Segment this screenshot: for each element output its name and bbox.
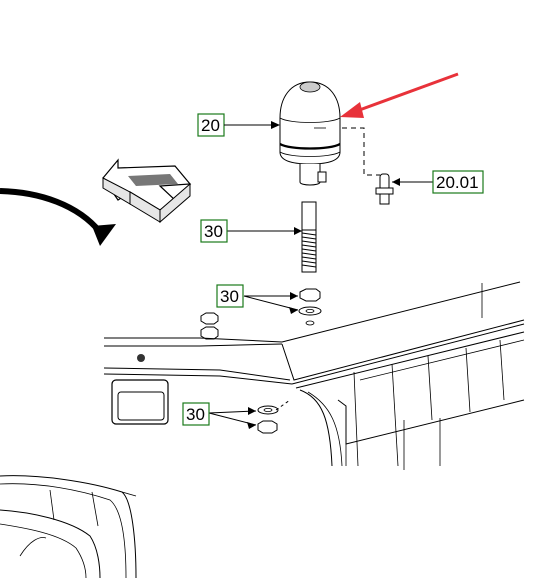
callout-20-01-label: 20.01 <box>436 173 479 192</box>
beacon-lamp <box>279 81 341 186</box>
bulb-leader <box>342 127 380 176</box>
callout-30-stud: 30 <box>200 219 228 243</box>
nut-washer-bottom <box>208 399 291 434</box>
bulb <box>375 173 436 205</box>
callout-20-01: 20.01 <box>432 170 484 194</box>
callout-30-top-label: 30 <box>220 287 239 306</box>
curved-arrow-icon <box>0 188 116 246</box>
stud-bolt <box>226 201 317 273</box>
rail-nuts <box>137 312 219 362</box>
nut-washer-top <box>243 288 322 326</box>
callout-30-bottom-label: 30 <box>186 405 205 424</box>
callout-30-stud-label: 30 <box>204 222 223 241</box>
red-pointer-arrow-icon <box>340 72 459 118</box>
block-arrow-icon <box>102 158 192 224</box>
cab-roof <box>103 281 525 470</box>
callout-30-top: 30 <box>216 284 244 308</box>
callout-20: 20 <box>197 113 225 137</box>
wheel-arch <box>0 475 137 578</box>
callout-30-bottom: 30 <box>182 402 210 426</box>
callout-20-label: 20 <box>201 116 220 135</box>
rear-light <box>111 379 169 425</box>
